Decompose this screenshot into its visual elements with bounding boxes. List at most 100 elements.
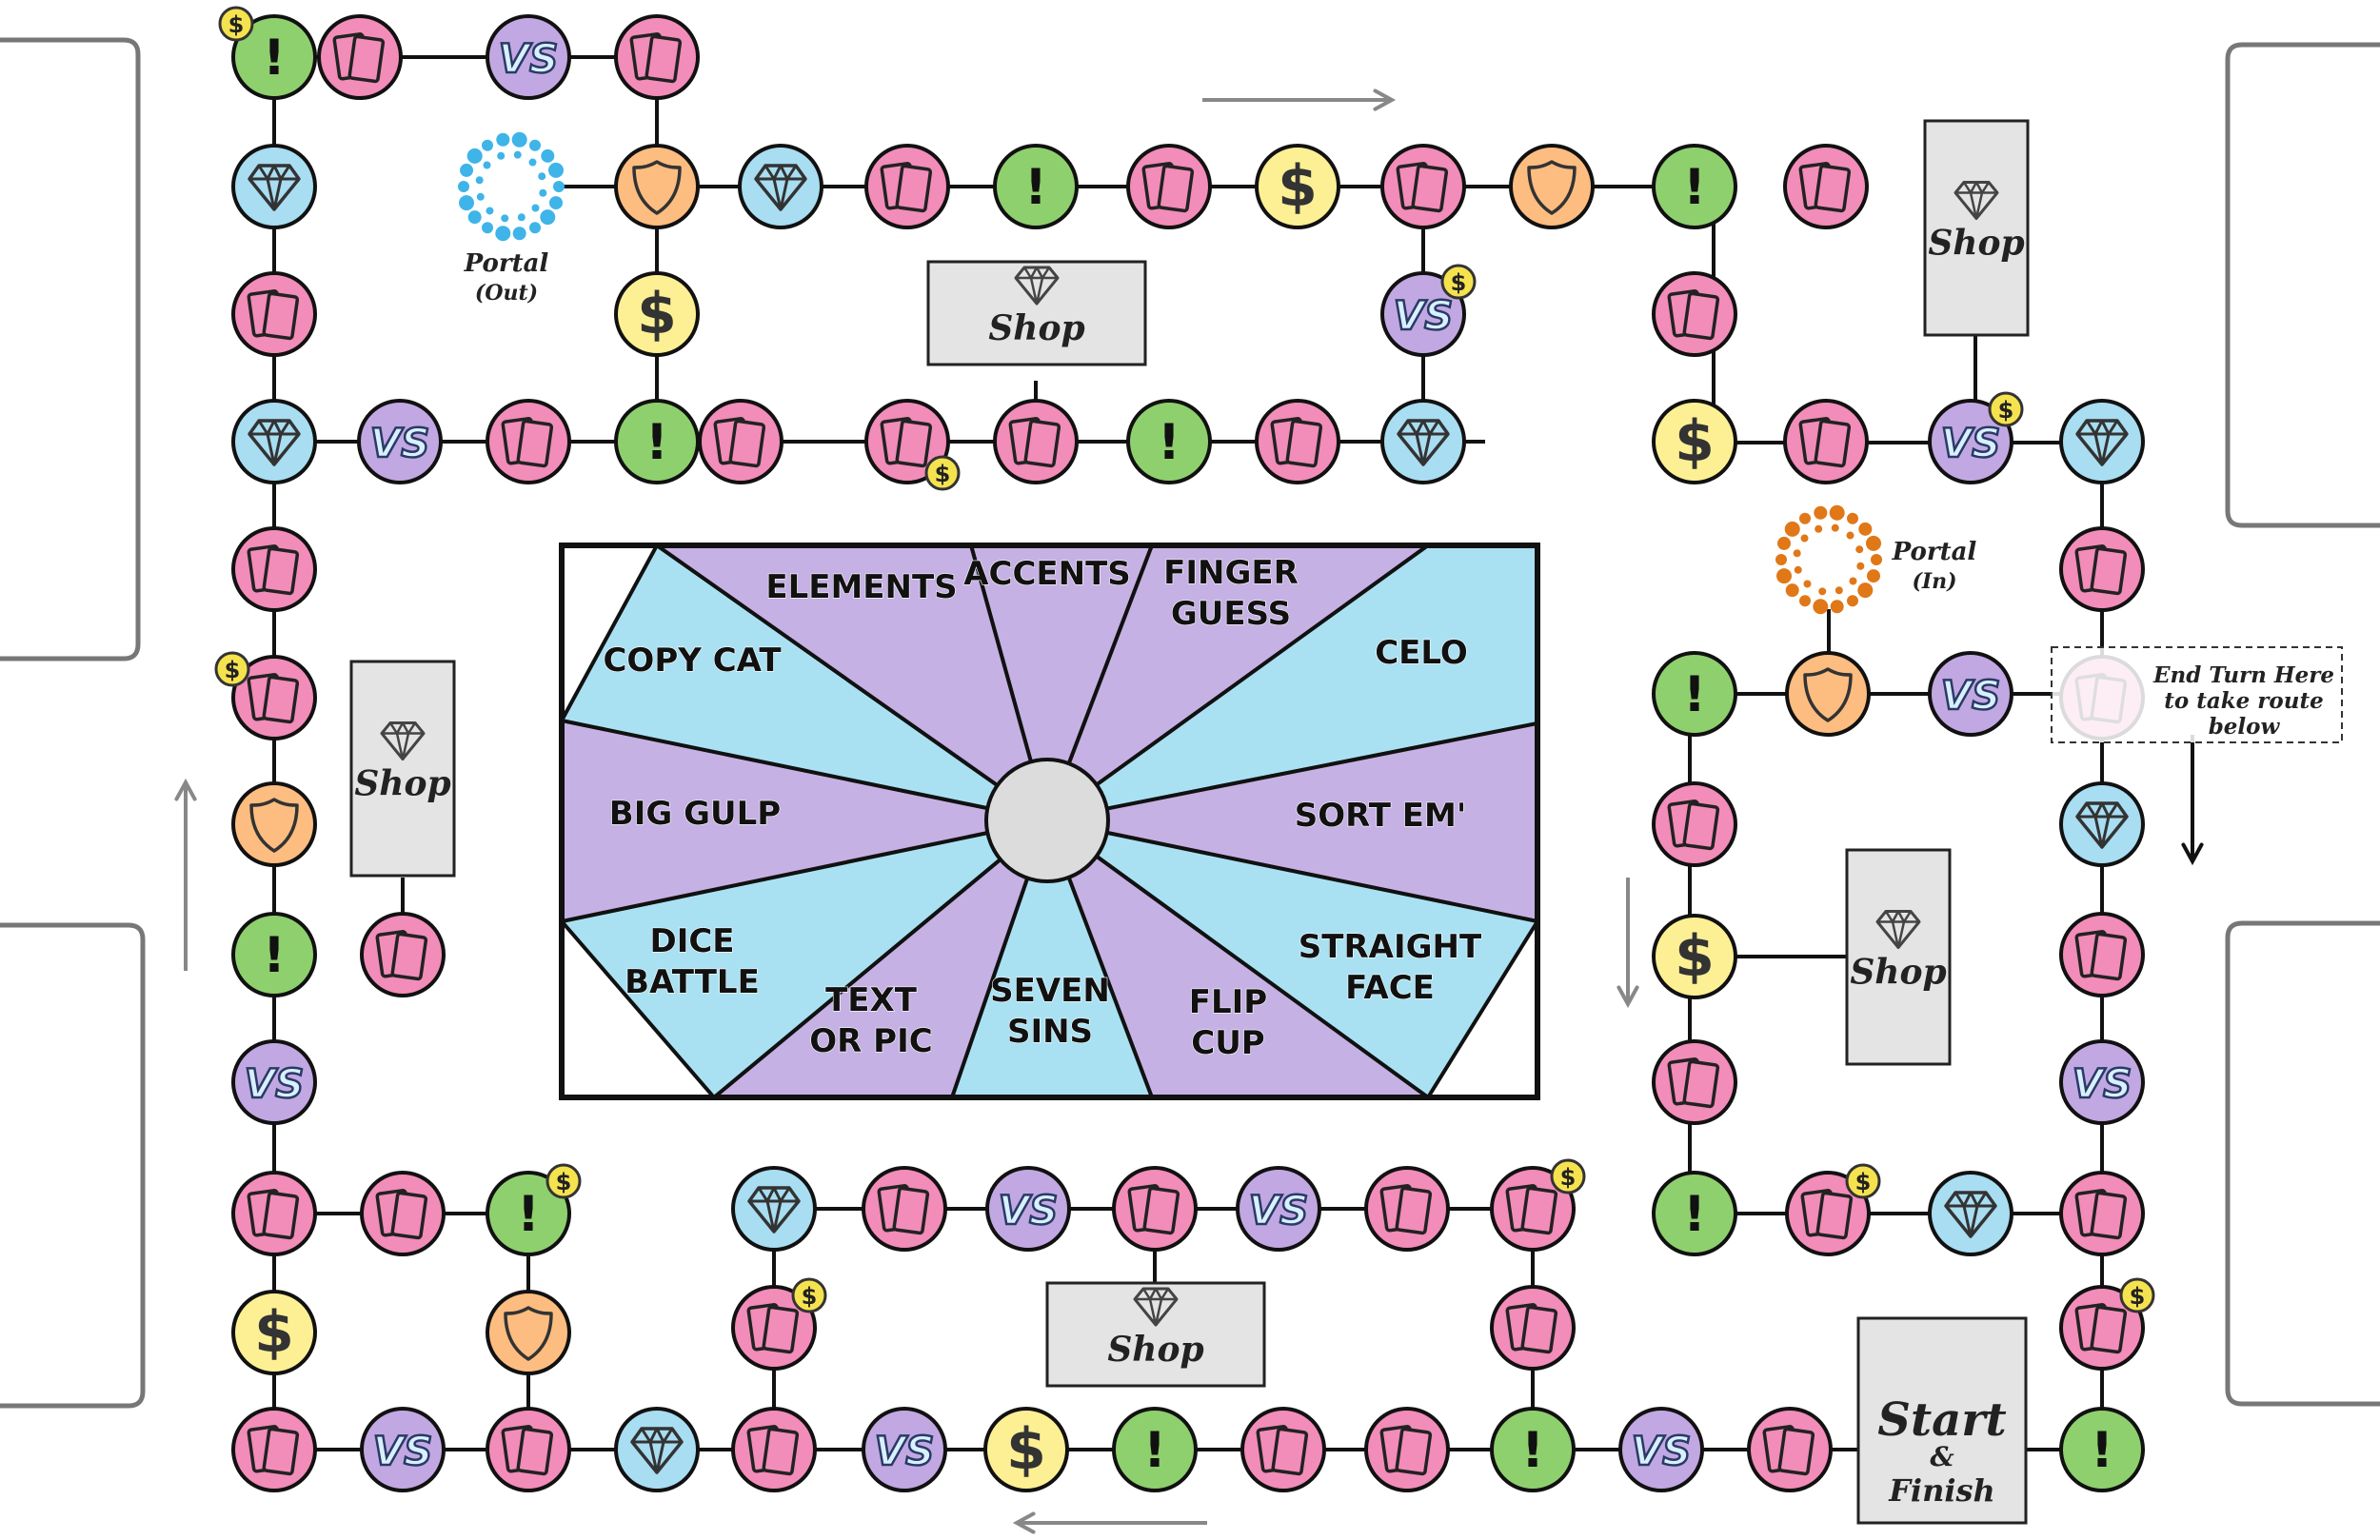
card-space[interactable]: [486, 399, 571, 484]
vs-space[interactable]: VS$: [1928, 391, 2024, 484]
card-space[interactable]: $: [1490, 1158, 1586, 1252]
card-space[interactable]: [1255, 399, 1340, 484]
shield-space[interactable]: [1785, 651, 1871, 737]
card-space[interactable]: [1112, 1166, 1198, 1252]
vs-space[interactable]: VS: [357, 399, 443, 484]
card-space[interactable]: [2059, 526, 2145, 612]
shop-box[interactable]: Shop: [1923, 119, 2030, 337]
shield-space[interactable]: [231, 781, 317, 867]
card-space[interactable]: $: [2059, 1277, 2155, 1371]
vs-space[interactable]: VS: [862, 1407, 947, 1492]
challenge-space[interactable]: !: [231, 912, 317, 997]
cards-icon: [1379, 1183, 1433, 1235]
wheel-segment-label: BATTLE: [625, 963, 760, 1001]
card-space[interactable]: [1364, 1166, 1450, 1252]
card-space[interactable]: [2059, 912, 2145, 997]
card-space[interactable]: [862, 1166, 947, 1252]
vs-space[interactable]: VS: [1928, 651, 2013, 737]
wheel-segment[interactable]: [562, 545, 1051, 825]
gem-space[interactable]: [2059, 399, 2145, 484]
challenge-space[interactable]: !: [1652, 144, 1737, 229]
vs-space[interactable]: VS$: [1380, 264, 1477, 357]
challenge-space[interactable]: !: [1490, 1407, 1576, 1492]
gem-space[interactable]: [231, 399, 317, 484]
card-space[interactable]: $: [731, 1277, 827, 1371]
money-space[interactable]: $: [1652, 399, 1737, 484]
challenge-space[interactable]: !: [1652, 651, 1737, 737]
card-space[interactable]: [1747, 1407, 1833, 1492]
card-space[interactable]: [2059, 1171, 2145, 1256]
card-space[interactable]: [231, 271, 317, 357]
card-space[interactable]: [1652, 271, 1737, 357]
gem-space-circle: [1928, 1171, 2013, 1256]
gem-space[interactable]: [614, 1407, 700, 1492]
vs-space[interactable]: VS: [486, 14, 571, 100]
vs-space[interactable]: VS: [1618, 1407, 1704, 1492]
gem-space[interactable]: [731, 1166, 817, 1252]
board-spaces: !$VS$!VS$$!VS$!!$VS$!$VS$VS$!!VS$!$!$VS$…: [214, 6, 2155, 1492]
card-space[interactable]: $: [214, 651, 317, 740]
card-space[interactable]: [360, 1171, 446, 1256]
card-space[interactable]: [317, 14, 403, 100]
cards-icon: [247, 1424, 300, 1476]
shop-box[interactable]: Shop: [349, 660, 456, 878]
card-space[interactable]: [1783, 144, 1869, 229]
wheel-center-hub[interactable]: [984, 758, 1110, 883]
card-space[interactable]: [360, 912, 446, 997]
challenge-space[interactable]: !: [993, 144, 1079, 229]
money-space[interactable]: $: [231, 1290, 317, 1375]
portal-dot: [496, 132, 510, 147]
card-space[interactable]: [1364, 1407, 1450, 1492]
card-space[interactable]: $: [1785, 1163, 1881, 1256]
card-space[interactable]: [864, 144, 950, 229]
vs-space[interactable]: VS: [231, 1039, 317, 1125]
shield-space[interactable]: [614, 144, 700, 229]
card-space[interactable]: [231, 1407, 317, 1492]
gem-space[interactable]: [2059, 781, 2145, 867]
shield-space[interactable]: [486, 1290, 571, 1375]
gem-space[interactable]: [231, 144, 317, 229]
vs-space[interactable]: VS: [985, 1166, 1071, 1252]
shop-box[interactable]: Shop: [1045, 1281, 1266, 1388]
portal-dot: [1777, 536, 1792, 550]
card-space[interactable]: [231, 1171, 317, 1256]
card-space[interactable]: [1240, 1407, 1326, 1492]
challenge-space[interactable]: !$: [486, 1163, 582, 1256]
gem-space[interactable]: [1380, 399, 1466, 484]
gem-space[interactable]: [1928, 1171, 2013, 1256]
card-space[interactable]: [231, 526, 317, 612]
money-space[interactable]: $: [1652, 914, 1737, 999]
card-space[interactable]: [486, 1407, 571, 1492]
shop-box[interactable]: Shop: [926, 260, 1147, 366]
money-space[interactable]: $: [614, 271, 700, 357]
vs-space[interactable]: VS: [360, 1407, 446, 1492]
card-space[interactable]: [1380, 144, 1466, 229]
shield-space[interactable]: [1509, 144, 1595, 229]
challenge-space[interactable]: !: [1652, 1171, 1737, 1256]
challenge-space[interactable]: !$: [218, 6, 317, 100]
money-space[interactable]: $: [1255, 144, 1340, 229]
card-space[interactable]: [698, 399, 783, 484]
cards-icon: [629, 31, 683, 84]
vs-space[interactable]: VS: [2059, 1039, 2145, 1125]
coin-circle: [1988, 391, 2024, 427]
card-space[interactable]: $: [864, 399, 961, 491]
challenge-space[interactable]: !: [1126, 399, 1212, 484]
card-space[interactable]: [1490, 1285, 1576, 1371]
challenge-space[interactable]: !: [614, 399, 700, 484]
challenge-space[interactable]: !: [1112, 1407, 1198, 1492]
gem-space[interactable]: [738, 144, 823, 229]
money-space[interactable]: $: [983, 1407, 1069, 1492]
card-space[interactable]: [1783, 399, 1869, 484]
vs-space[interactable]: VS: [1236, 1166, 1321, 1252]
challenge-space[interactable]: !: [2059, 1407, 2145, 1492]
card-space[interactable]: [993, 399, 1079, 484]
card-space[interactable]: [614, 14, 700, 100]
card-space[interactable]: [731, 1407, 817, 1492]
card-space[interactable]: [1652, 781, 1737, 867]
card-space[interactable]: [1126, 144, 1212, 229]
card-space[interactable]: [1652, 1039, 1737, 1125]
shop-box[interactable]: Shop: [1845, 848, 1952, 1066]
start-finish-box[interactable]: Start&Finish: [1856, 1316, 2028, 1525]
